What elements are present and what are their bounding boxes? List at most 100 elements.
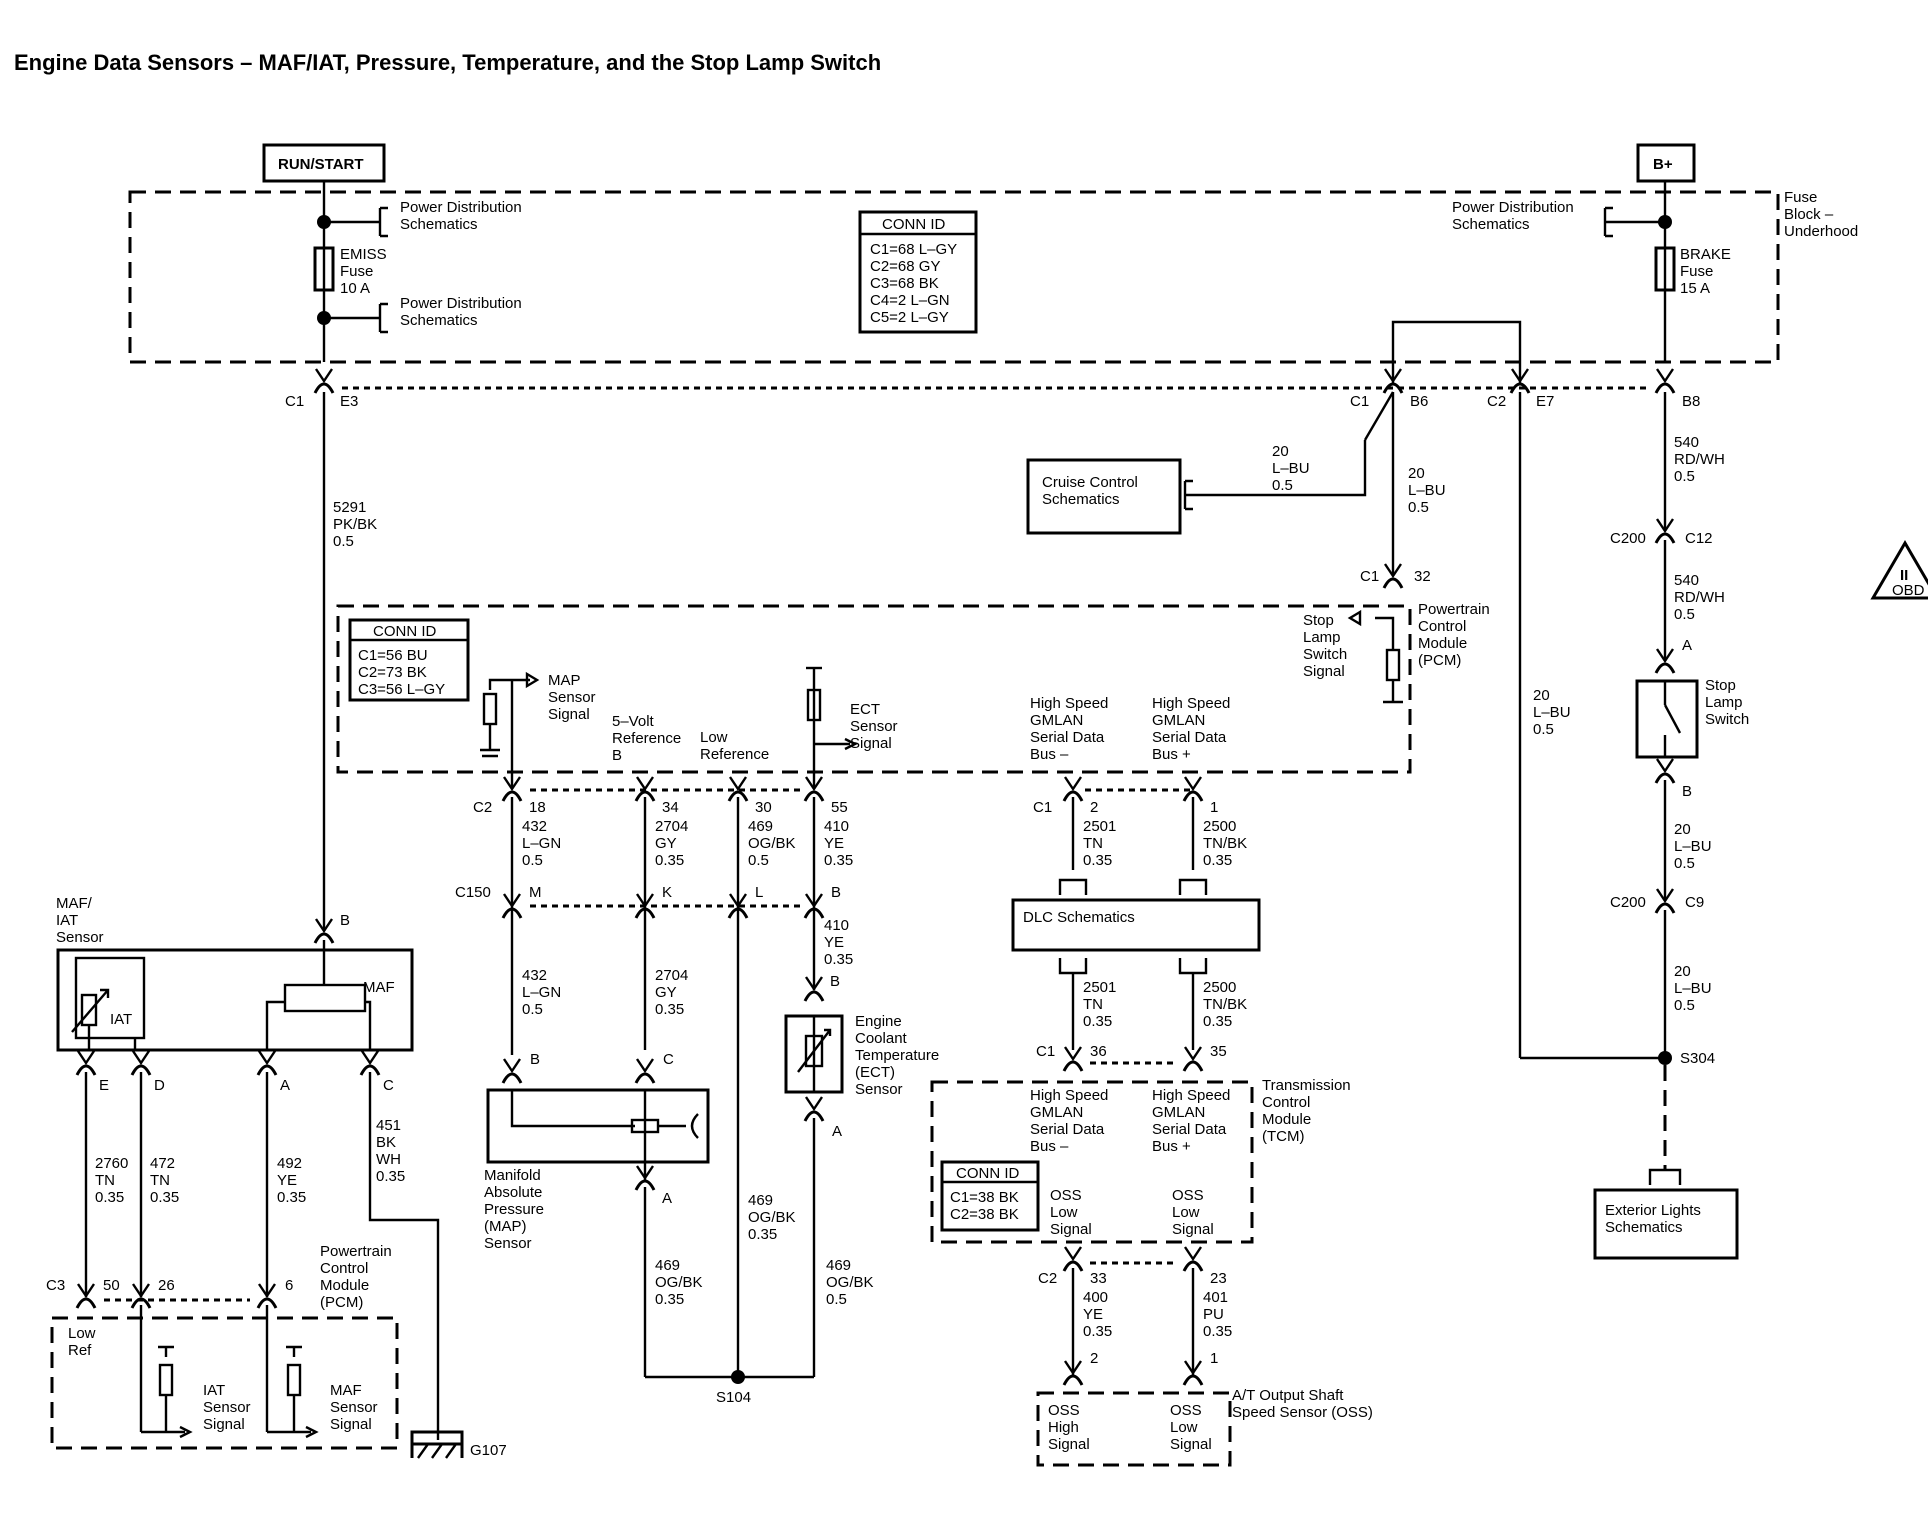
splice-s104 [731,1370,745,1384]
label-1: 1 [1210,799,1218,816]
pin-ect-a [803,1110,825,1122]
label-b: B [340,912,350,929]
pin-pcm-pin_30-chevron [729,776,747,792]
pin-35 [1182,1060,1204,1072]
label-b8: B8 [1682,393,1700,410]
pin-pcm-pin_18-chevron [503,776,521,792]
label-pin_30: 30 [755,799,772,816]
pin-ect-b-chevron [805,976,823,992]
label-c2: C2 [1487,393,1506,410]
ground-hatch [417,1443,457,1459]
emiss-fuse [313,246,335,292]
pin-26 [130,1297,152,1309]
pin-23-chevron [1184,1246,1202,1262]
arrow-icon [525,671,540,689]
oss-sensor-outline [1036,1391,1232,1467]
label-c150: C150 [455,884,491,901]
map-internal [510,1090,635,1128]
label-b: B [1682,783,1692,800]
pin-oss-2 [1062,1374,1084,1386]
pin-c9 [1654,902,1676,914]
label-b6: B6 [1410,393,1428,410]
page-title: Engine Data Sensors – MAF/IAT, Pressure,… [14,50,881,75]
pin-pcm-pin_34-chevron [636,776,654,792]
resistor-icon [1385,648,1401,682]
pin-e3-chevron [315,368,333,384]
resistor-icon [806,688,822,722]
label-M: M [529,884,542,901]
pin-ect-b [803,990,825,1002]
iat-inner-box [74,956,146,1040]
pin-map-b [501,1072,523,1084]
ground-g107-icon [410,1430,464,1458]
pin-gmlan-1 [1182,790,1204,802]
pin-c150-M-chevron [503,893,521,909]
pin-pcm-pin_55 [803,790,825,802]
pin-maf-C-chevron [361,1050,379,1066]
pin-maf-b-chevron [315,918,333,934]
arrow-icon [1347,609,1362,627]
stop-lamp-wire [1375,616,1395,650]
pin-23 [1182,1260,1204,1272]
pin-maf-E-chevron [77,1050,95,1066]
ground-icon [480,724,500,758]
pin-c150-K [634,907,656,919]
label-50: 50 [103,1277,120,1294]
label-b: B [830,973,840,990]
map-sensor-box [486,1088,710,1164]
wire-cruise [1200,440,1367,497]
maf-iat-sensor-box [56,948,414,1052]
power-tick [286,1345,302,1357]
dlc-bracket [1178,878,1208,895]
pin-maf-E [75,1064,97,1076]
pin-c150-M [501,907,523,919]
pin-c150-L [727,907,749,919]
pin-maf-A-chevron [258,1050,276,1066]
label-33: 33 [1090,1270,1107,1287]
power-dist-bracket-2 [324,302,388,334]
pin-oss-1 [1182,1374,1204,1386]
map-ref [488,678,530,690]
resistor-icon [158,1363,174,1397]
pin-maf-D [130,1064,152,1076]
fuse-block-outline [128,190,1780,364]
iat-label: IAT [110,1011,132,1028]
label-c3: C3 [46,1277,65,1294]
pin-c9-chevron [1656,888,1674,904]
conn-id-title: CONN ID [882,216,946,233]
